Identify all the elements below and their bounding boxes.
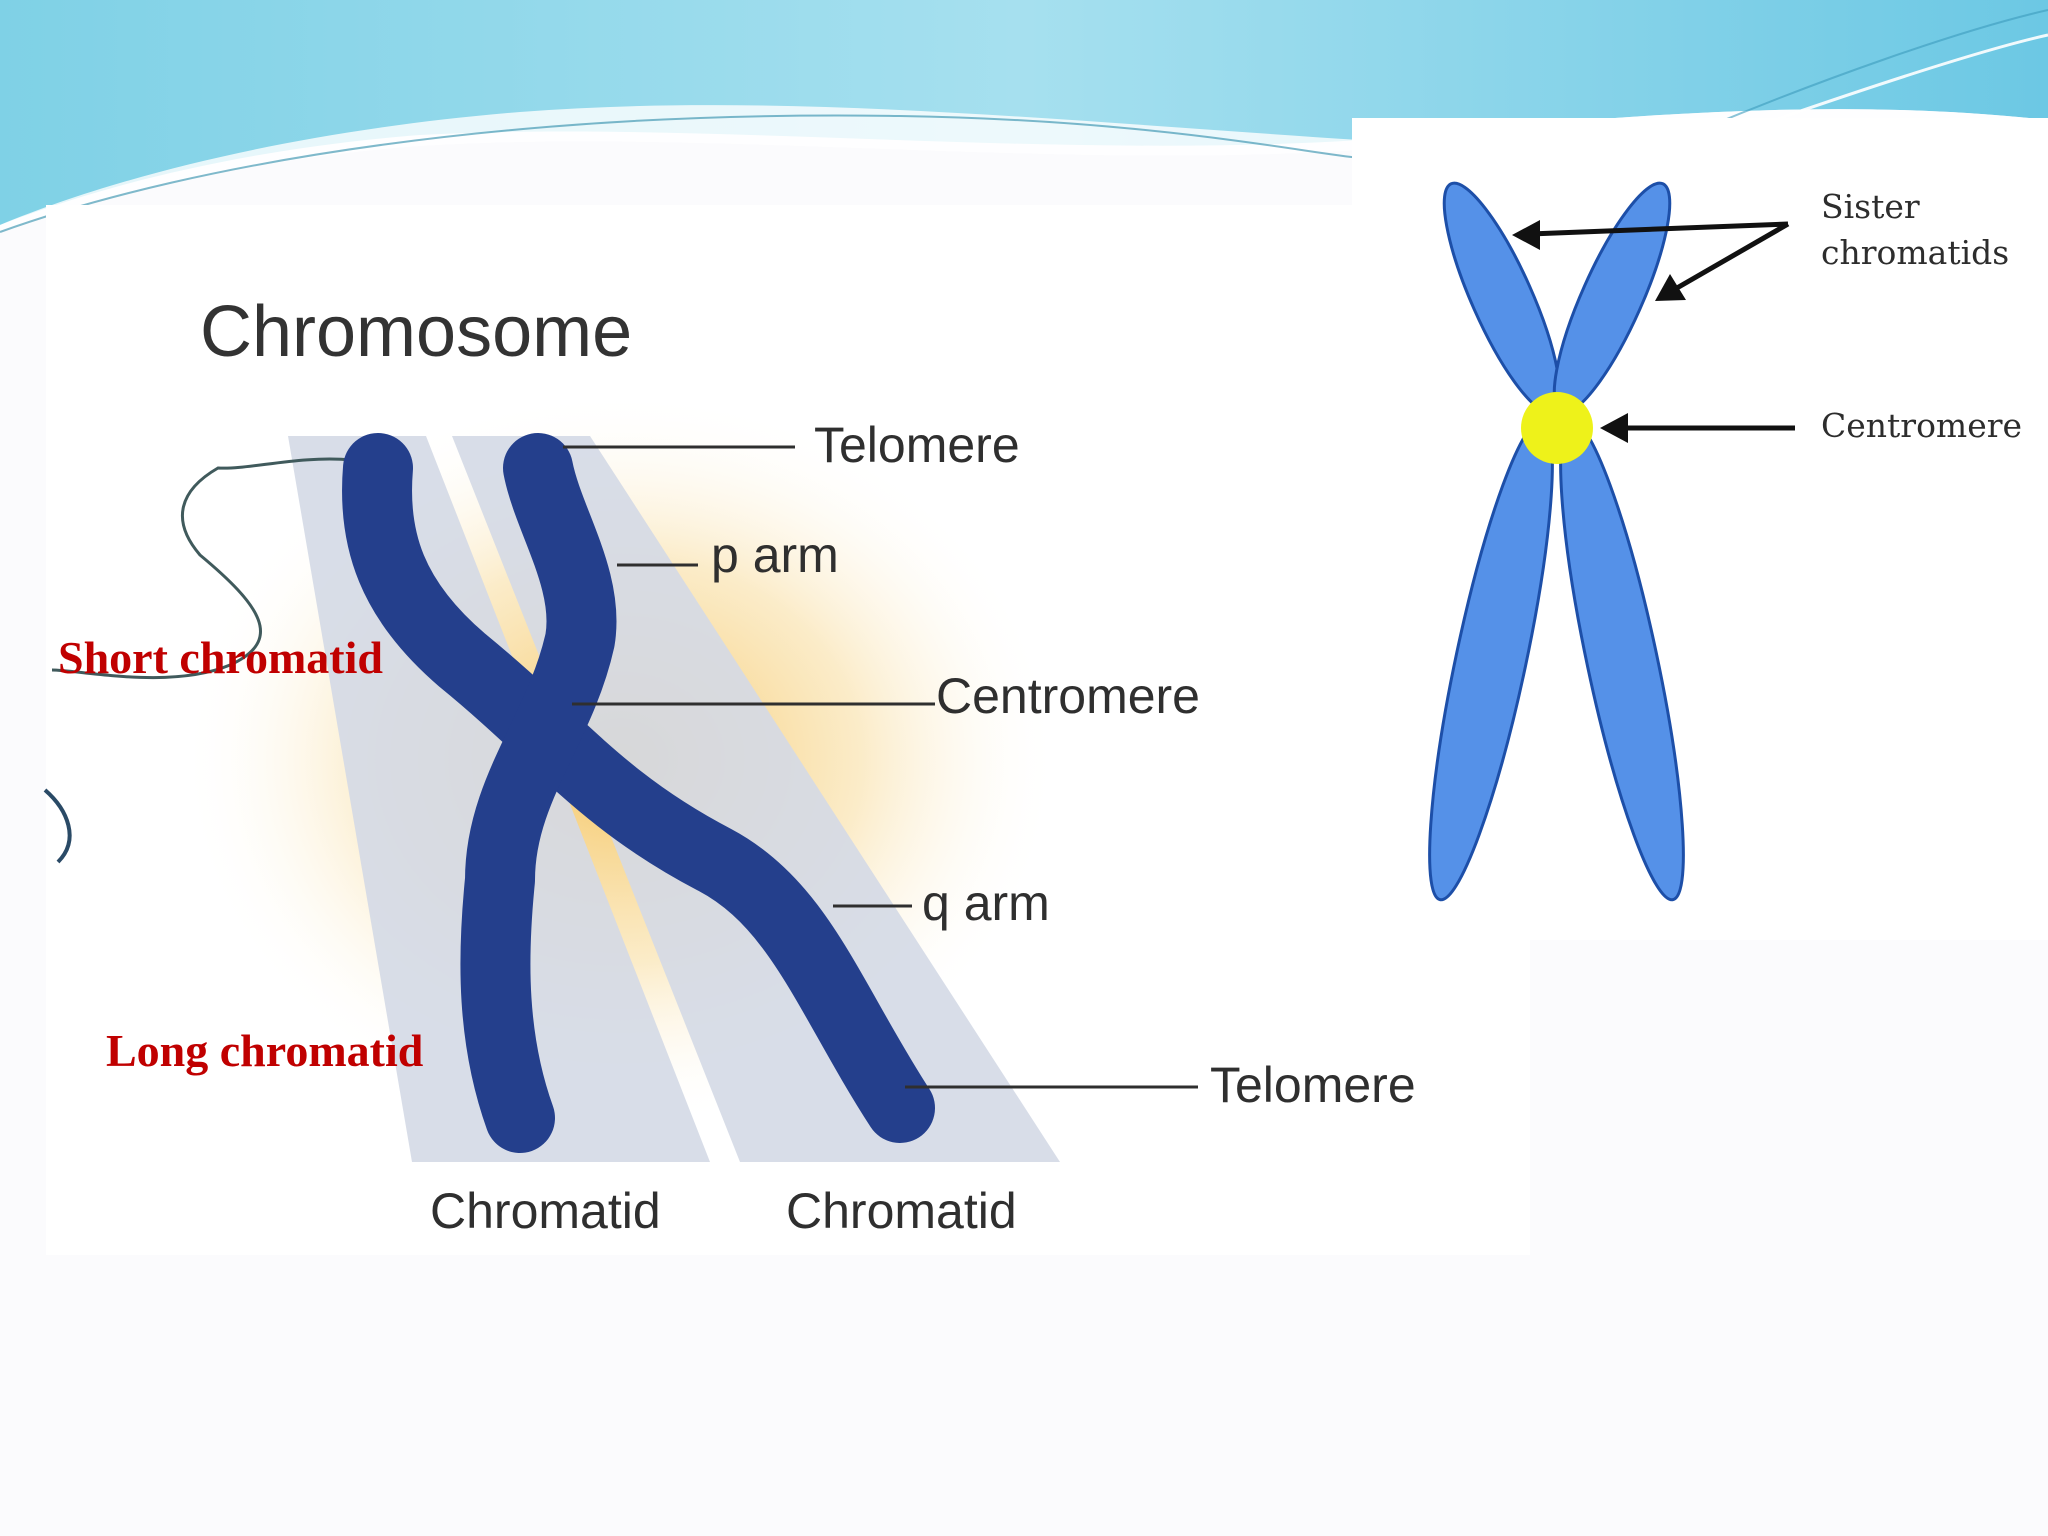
chromatid-right-stroke [342, 433, 935, 1143]
label-chromatids: chromatids [1821, 233, 2009, 272]
label-chromatid-right: Chromatid [786, 1183, 1017, 1239]
chromatid-left-stroke [460, 433, 617, 1153]
centromere-dot [1521, 392, 1593, 464]
label-telomere-bottom: Telomere [1210, 1057, 1416, 1113]
arrow-head-centromere [1600, 413, 1628, 443]
diagram-title: Chromosome [200, 292, 632, 372]
label-p-arm: p arm [711, 527, 839, 583]
label-centromere-right: Centromere [1821, 406, 2022, 445]
chromosome-body [342, 433, 935, 1153]
strand-line [51, 457, 353, 680]
label-chromatid-left: Chromatid [430, 1183, 661, 1239]
label-centromere: Centromere [936, 668, 1200, 724]
leader-lines [563, 445, 1198, 1089]
label-sister: Sister [1821, 187, 1920, 226]
callout-long-chromatid: Long chromatid [106, 1025, 424, 1076]
right-arrows [1512, 220, 1795, 443]
arrow-head-left [1512, 220, 1540, 250]
arrow-head-right [1655, 274, 1686, 301]
label-q-arm: q arm [922, 875, 1050, 931]
header-wave [0, 0, 2048, 233]
label-telomere-top: Telomere [814, 417, 1020, 473]
strand-fragment [43, 788, 72, 864]
sister-chromatids-diagram [1428, 181, 1685, 902]
callout-short-chromatid: Short chromatid [58, 632, 383, 683]
